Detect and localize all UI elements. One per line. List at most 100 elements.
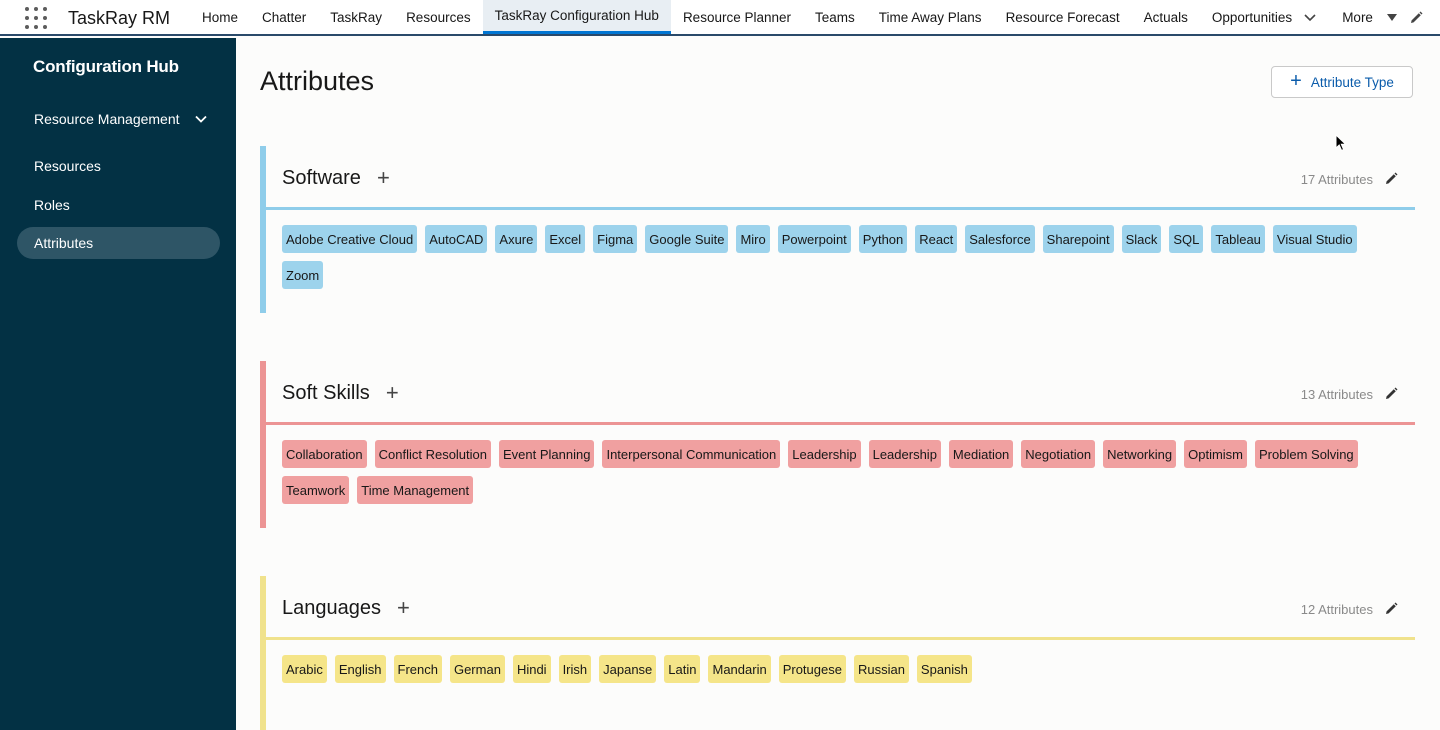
sidebar-item-attributes[interactable]: Attributes [17, 227, 220, 259]
nav-tab-teams[interactable]: Teams [815, 9, 855, 25]
sidebar: Configuration Hub Resource Management Re… [0, 38, 236, 730]
attribute-chip[interactable]: Interpersonal Communication [602, 440, 781, 468]
attribute-chip[interactable]: Latin [664, 655, 701, 683]
attribute-chip[interactable]: Python [858, 225, 908, 253]
attribute-chip[interactable]: Salesforce [965, 225, 1035, 253]
sidebar-item-resources[interactable]: Resources [34, 158, 101, 174]
add-attribute-plus-icon[interactable]: + [385, 379, 399, 405]
nav-tab-home[interactable]: Home [202, 9, 239, 25]
nav-tab-resources[interactable]: Resources [406, 9, 471, 25]
nav-tab-resource-planner[interactable]: Resource Planner [682, 9, 791, 25]
attribute-chip[interactable]: Leadership [868, 440, 941, 468]
attribute-chip[interactable]: AutoCAD [425, 225, 488, 253]
attribute-chip[interactable]: Leadership [788, 440, 861, 468]
attribute-chip[interactable]: SQL [1169, 225, 1204, 253]
attribute-chip[interactable]: Visual Studio [1272, 225, 1357, 253]
page-title: Attributes [260, 66, 375, 96]
section-header: Software + [282, 164, 390, 190]
attribute-chip[interactable]: Miro [736, 225, 770, 253]
attribute-chip[interactable]: Japanse [599, 655, 657, 683]
section-title-software: Software [282, 167, 361, 189]
sidebar-section-resource-management[interactable]: Resource Management [34, 111, 208, 127]
attribute-chip[interactable]: Russian [853, 655, 909, 683]
attribute-chip[interactable]: Google Suite [645, 225, 729, 253]
attribute-chip[interactable]: Optimism [1184, 440, 1247, 468]
attribute-chip[interactable]: Slack [1121, 225, 1162, 253]
attribute-chip[interactable]: Powerpoint [777, 225, 851, 253]
attribute-chip[interactable]: Sharepoint [1042, 225, 1114, 253]
section-color-bar [260, 361, 266, 528]
section-divider [266, 207, 1415, 210]
edit-nav-pencil-icon[interactable] [1408, 10, 1424, 26]
attribute-chip[interactable]: Mandarin [708, 655, 771, 683]
attribute-chip[interactable]: Conflict Resolution [374, 440, 491, 468]
attribute-chip[interactable]: Collaboration [282, 440, 367, 468]
section-header: Soft Skills + [282, 379, 399, 405]
attribute-chip[interactable]: German [449, 655, 505, 683]
nav-tab-taskray[interactable]: TaskRay [330, 9, 383, 25]
nav-tab-time-away-plans[interactable]: Time Away Plans [878, 9, 982, 25]
nav-tab-actuals[interactable]: Actuals [1143, 9, 1188, 25]
section-header: Languages + [282, 594, 410, 620]
main-content: Attributes + Attribute Type Software + 1… [236, 38, 1439, 730]
nav-tab-more-label: More [1342, 9, 1373, 25]
attribute-chip[interactable]: Mediation [948, 440, 1014, 468]
attribute-chip[interactable]: Negotiation [1021, 440, 1096, 468]
add-attribute-type-button[interactable]: + Attribute Type [1271, 66, 1413, 98]
attribute-section: Software + 17 Attributes Adobe Creative … [260, 146, 1415, 313]
attribute-chip[interactable]: Axure [495, 225, 538, 253]
section-color-bar [260, 576, 266, 730]
edit-pencil-icon[interactable] [1383, 601, 1399, 617]
add-attribute-plus-icon[interactable]: + [376, 164, 390, 190]
nav-tab-chatter[interactable]: Chatter [262, 9, 307, 25]
attribute-chip[interactable]: Spanish [916, 655, 972, 683]
add-attribute-type-label: Attribute Type [1310, 74, 1394, 90]
attribute-count: 17 Attributes [1300, 172, 1373, 187]
nav-tabs: Home Chatter TaskRay Resources TaskRay C… [190, 0, 1409, 34]
attribute-chip[interactable]: Event Planning [499, 440, 595, 468]
edit-pencil-icon[interactable] [1383, 171, 1399, 187]
attribute-chip[interactable]: Zoom [282, 261, 324, 289]
attribute-section: Soft Skills + 13 Attributes Collaboratio… [260, 361, 1415, 528]
attribute-chip[interactable]: Adobe Creative Cloud [282, 225, 418, 253]
app-launcher-icon[interactable] [25, 7, 47, 29]
attribute-chip[interactable]: Problem Solving [1255, 440, 1358, 468]
attribute-chip[interactable]: Arabic [282, 655, 327, 683]
attribute-chip[interactable]: Figma [593, 225, 638, 253]
plus-icon: + [1290, 70, 1302, 92]
attribute-chip[interactable]: Tableau [1211, 225, 1265, 253]
nav-tab-configuration-hub[interactable]: TaskRay Configuration Hub [482, 0, 671, 34]
nav-tab-more[interactable]: More [1330, 0, 1409, 34]
attribute-chip[interactable]: Teamwork [282, 476, 350, 504]
sidebar-section-label: Resource Management [34, 111, 180, 127]
attribute-chip[interactable]: React [915, 225, 958, 253]
add-attribute-plus-icon[interactable]: + [396, 594, 410, 620]
sidebar-title: Configuration Hub [33, 57, 179, 76]
edit-pencil-icon[interactable] [1383, 386, 1399, 402]
attribute-chip[interactable]: Protugese [778, 655, 846, 683]
attribute-chip[interactable]: English [334, 655, 386, 683]
caret-down-icon [1386, 13, 1397, 21]
nav-tab-resource-forecast[interactable]: Resource Forecast [1005, 9, 1120, 25]
section-divider [266, 637, 1415, 640]
attribute-chip[interactable]: Excel [545, 225, 586, 253]
attribute-chip[interactable]: Time Management [357, 476, 474, 504]
section-title-languages: Languages [282, 597, 381, 619]
nav-tab-opportunities-label: Opportunities [1211, 9, 1293, 25]
nav-tab-opportunities[interactable]: Opportunities [1200, 0, 1330, 34]
attribute-chip[interactable]: Hindi [512, 655, 551, 683]
section-divider [266, 422, 1415, 425]
attribute-chip[interactable]: Networking [1103, 440, 1177, 468]
chevron-down-icon[interactable] [1302, 9, 1318, 25]
app-name: TaskRay RM [68, 8, 171, 28]
attribute-count: 12 Attributes [1300, 602, 1373, 617]
chevron-down-icon [194, 115, 207, 123]
sidebar-item-roles[interactable]: Roles [34, 197, 70, 213]
attribute-count: 13 Attributes [1300, 387, 1373, 402]
attribute-chip[interactable]: French [393, 655, 442, 683]
attribute-chip[interactable]: Irish [558, 655, 592, 683]
